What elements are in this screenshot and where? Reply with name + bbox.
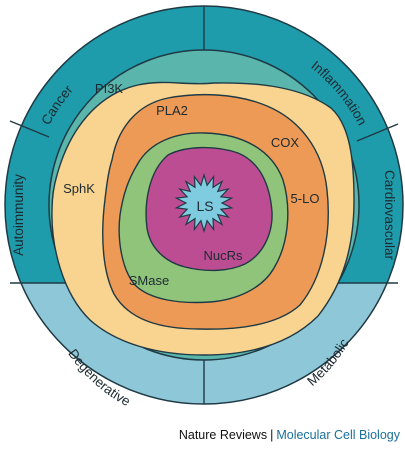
label-sphk: SphK bbox=[63, 181, 95, 196]
ring-label-autoimmunity: Autoimmunity bbox=[11, 174, 26, 256]
label-smase: SMase bbox=[129, 273, 169, 288]
center-star bbox=[174, 172, 234, 234]
journal-name: Molecular Cell Biology bbox=[276, 428, 400, 442]
label-nucrs: NucRs bbox=[203, 248, 243, 263]
ring-label-cardiovascular: Cardiovascular bbox=[382, 170, 397, 261]
journal-credit: Nature Reviews|Molecular Cell Biology bbox=[0, 428, 400, 442]
label-ls: LS bbox=[196, 198, 213, 214]
label-pla2: PLA2 bbox=[156, 103, 188, 118]
label-5lo: 5-LO bbox=[291, 191, 320, 206]
label-pi3k: PI3K bbox=[95, 81, 124, 96]
label-cox: COX bbox=[271, 135, 300, 150]
credit-separator: | bbox=[270, 428, 274, 442]
ring-divider bbox=[356, 123, 399, 142]
ring-divider bbox=[9, 120, 50, 138]
publisher-name: Nature Reviews bbox=[178, 428, 268, 442]
